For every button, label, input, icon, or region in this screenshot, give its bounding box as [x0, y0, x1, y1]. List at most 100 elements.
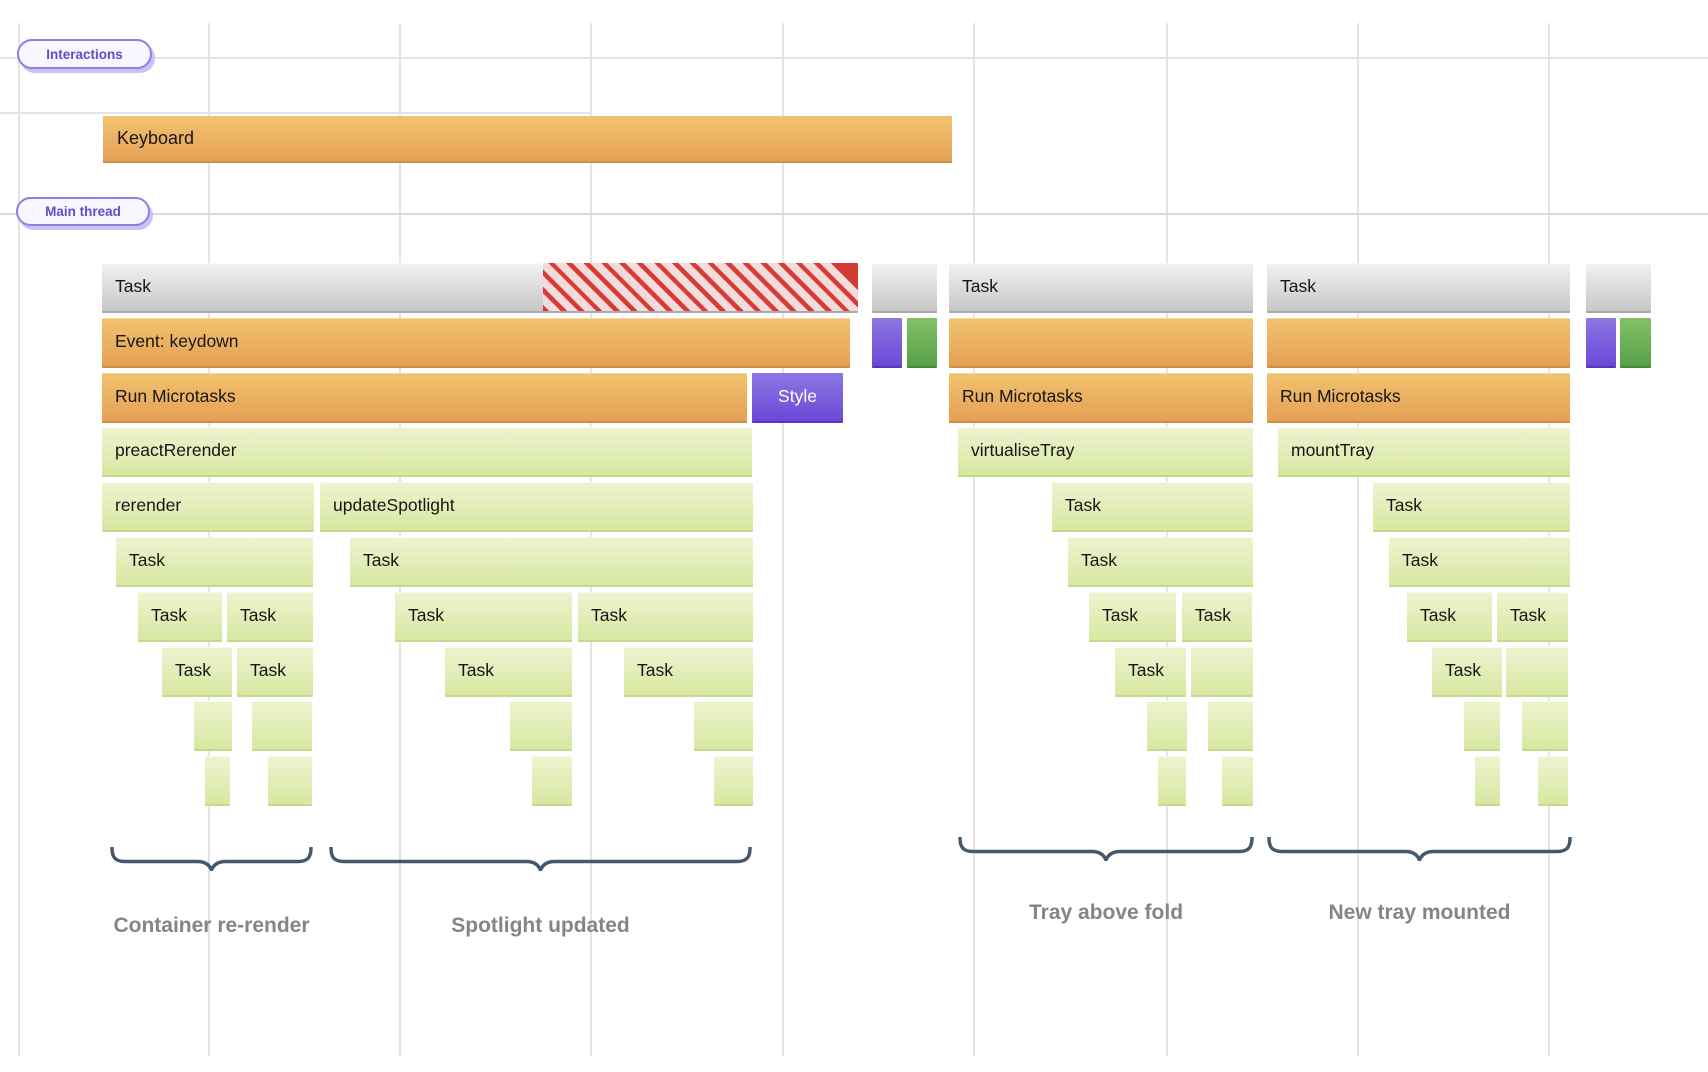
long-task-red-corner-icon [831, 263, 858, 290]
frame-task-task[interactable]: Task [1267, 263, 1570, 313]
frame-label: Task [129, 550, 165, 570]
frame-label: Task [1195, 605, 1231, 625]
frame-label: Event: keydown [115, 331, 239, 351]
annotation-label: Spotlight updated [451, 914, 630, 937]
frame-script-unlabeled[interactable] [714, 756, 753, 806]
frame-script-unlabeled[interactable] [1538, 756, 1568, 806]
frame-script-task[interactable]: Task [1089, 592, 1176, 642]
frame-script-unlabeled[interactable] [1475, 756, 1500, 806]
frame-script-task[interactable]: Task [162, 647, 232, 697]
vertical-gridline [973, 23, 975, 1056]
horizontal-gridline [0, 57, 1708, 59]
frame-label: Task [1420, 605, 1456, 625]
frame-label: Task [1386, 495, 1422, 515]
annotation-label: Container re-render [113, 914, 310, 937]
frame-label: Task [175, 660, 211, 680]
frame-script-task[interactable]: Task [1115, 647, 1186, 697]
horizontal-gridline [0, 213, 1708, 215]
frame-script-unlabeled[interactable] [1522, 701, 1568, 751]
frame-paint-unlabeled[interactable] [907, 318, 937, 368]
frame-label: Task [1102, 605, 1138, 625]
interaction-bar-keyboard[interactable]: Keyboard [103, 116, 952, 163]
frame-event-run-microtasks[interactable]: Run Microtasks [1267, 373, 1570, 423]
annotation-brace [329, 847, 752, 871]
frame-script-task[interactable]: Task [227, 592, 313, 642]
frame-label: Task [1081, 550, 1117, 570]
frame-script-updatespotlight[interactable]: updateSpotlight [320, 482, 753, 532]
vertical-gridline [782, 23, 784, 1056]
frame-event-unlabeled[interactable] [1267, 318, 1570, 368]
frame-script-task[interactable]: Task [1068, 537, 1253, 587]
frame-script-task[interactable]: Task [138, 592, 222, 642]
frame-label: Task [240, 605, 276, 625]
frame-script-task[interactable]: Task [1389, 537, 1570, 587]
frame-script-unlabeled[interactable] [1222, 756, 1253, 806]
frame-script-unlabeled[interactable] [1464, 701, 1500, 751]
frame-label: Task [962, 276, 998, 296]
frame-script-task[interactable]: Task [445, 647, 572, 697]
vertical-gridline [18, 23, 20, 1056]
frame-task-task[interactable]: Task [949, 263, 1253, 313]
frame-script-preactrerender[interactable]: preactRerender [102, 427, 752, 477]
frame-style-style[interactable]: Style [752, 373, 843, 423]
frame-paint-unlabeled[interactable] [1620, 318, 1651, 368]
frame-style-unlabeled[interactable] [1586, 318, 1616, 368]
frame-script-task[interactable]: Task [1407, 592, 1492, 642]
annotation-brace [958, 837, 1254, 861]
interaction-bar-label: Keyboard [117, 128, 195, 148]
frame-script-task[interactable]: Task [1432, 647, 1502, 697]
frame-script-unlabeled[interactable] [1158, 756, 1186, 806]
frame-script-task[interactable]: Task [1182, 592, 1252, 642]
frame-task-unlabeled[interactable] [1586, 263, 1651, 313]
track-header-label: Interactions [46, 46, 123, 62]
frame-script-rerender[interactable]: rerender [102, 482, 314, 532]
frame-label: Task [591, 605, 627, 625]
annotation-brace [1267, 837, 1572, 861]
frame-event-unlabeled[interactable] [949, 318, 1253, 368]
frame-script-virtualisetray[interactable]: virtualiseTray [958, 427, 1253, 477]
frame-script-task[interactable]: Task [395, 592, 572, 642]
frame-script-unlabeled[interactable] [1208, 701, 1253, 751]
frame-script-task[interactable]: Task [237, 647, 313, 697]
frame-label: Task [363, 550, 399, 570]
frame-script-unlabeled[interactable] [510, 701, 572, 751]
frame-script-unlabeled[interactable] [1147, 701, 1187, 751]
track-header-interactions[interactable]: Interactions [17, 39, 152, 69]
frame-script-task[interactable]: Task [1497, 592, 1568, 642]
frame-label: Task [408, 605, 444, 625]
frame-style-unlabeled[interactable] [872, 318, 902, 368]
frame-script-task[interactable]: Task [624, 647, 753, 697]
frame-label: rerender [115, 495, 182, 515]
frame-script-unlabeled[interactable] [205, 756, 230, 806]
horizontal-gridline [0, 112, 591, 114]
frame-label: virtualiseTray [971, 440, 1075, 460]
frame-script-unlabeled[interactable] [268, 756, 312, 806]
frame-script-unlabeled[interactable] [194, 701, 232, 751]
frame-label: Run Microtasks [115, 386, 236, 406]
frame-event-run-microtasks[interactable]: Run Microtasks [949, 373, 1253, 423]
frame-script-unlabeled[interactable] [1191, 647, 1253, 697]
frame-script-unlabeled[interactable] [532, 756, 572, 806]
frame-script-unlabeled[interactable] [694, 701, 753, 751]
frame-label: Task [1510, 605, 1546, 625]
frame-task-unlabeled[interactable] [872, 263, 937, 313]
frame-label: Task [1280, 276, 1316, 296]
frame-script-task[interactable]: Task [116, 537, 313, 587]
frame-script-unlabeled[interactable] [1506, 647, 1568, 697]
frame-task-task[interactable]: Task [102, 263, 858, 313]
frame-script-unlabeled[interactable] [252, 701, 312, 751]
frame-label: mountTray [1291, 440, 1374, 460]
frame-label: Style [778, 386, 817, 406]
frame-event-event-keydown[interactable]: Event: keydown [102, 318, 850, 368]
frame-event-run-microtasks[interactable]: Run Microtasks [102, 373, 747, 423]
frame-script-task[interactable]: Task [578, 592, 753, 642]
frame-script-task[interactable]: Task [350, 537, 753, 587]
frame-script-task[interactable]: Task [1052, 482, 1253, 532]
track-header-main-thread[interactable]: Main thread [16, 197, 150, 226]
frame-label: Task [1128, 660, 1164, 680]
annotation-label: Tray above fold [1028, 901, 1184, 924]
frame-label: Run Microtasks [1280, 386, 1401, 406]
frame-label: Task [1402, 550, 1438, 570]
frame-script-task[interactable]: Task [1373, 482, 1570, 532]
frame-script-mounttray[interactable]: mountTray [1278, 427, 1570, 477]
